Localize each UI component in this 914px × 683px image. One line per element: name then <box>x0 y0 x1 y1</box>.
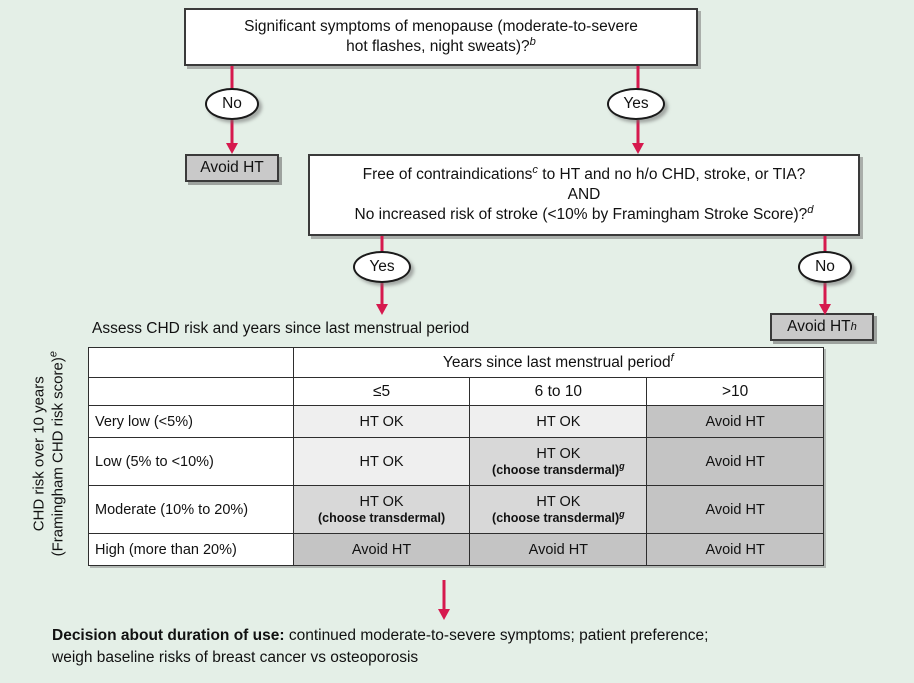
table-row: Moderate (10% to 20%) HT OK (choose tran… <box>88 485 824 534</box>
table-row-label-1: Low (5% to <10%) <box>88 437 294 486</box>
arrow-to-no-oval <box>225 66 239 90</box>
table-corner-cell-2 <box>88 377 294 406</box>
axis-label-line1: CHD risk over 10 years <box>30 376 48 532</box>
arrow-to-yes-oval <box>631 66 645 90</box>
arrow-to-yes-oval-second <box>375 236 389 258</box>
table-row: Low (5% to <10%) HT OK HT OK (choose tra… <box>88 437 824 486</box>
table-cell-1-1-sub-wrap: (choose transdermal)g <box>476 460 640 477</box>
table-cell-1-0: HT OK <box>292 437 471 486</box>
table-column-header-1: 6 to 10 <box>469 377 648 406</box>
table-cell-2-2: Avoid HT <box>646 485 824 534</box>
table-row-label-3: High (more than 20%) <box>88 533 294 566</box>
table-cell-1-2-main: Avoid HT <box>705 453 765 470</box>
table-cell-1-1: HT OK (choose transdermal)g <box>469 437 648 486</box>
table-cell-2-0-sub: (choose transdermal) <box>318 511 446 525</box>
table-column-header-2: >10 <box>646 377 824 406</box>
footnote-marker-e: e <box>47 351 59 358</box>
edge-label-no-second: No <box>798 251 852 283</box>
question-contraindications-line3: No increased risk of stroke (<10% by Fra… <box>354 206 808 224</box>
edge-label-yes-second-text: Yes <box>369 258 395 275</box>
question-box-contraindications: Free of contraindicationsc to HT and no … <box>308 154 860 236</box>
edge-label-no-left-text: No <box>222 95 242 112</box>
table-header-row-span: Years since last menstrual periodf <box>88 347 825 378</box>
arrow-no-second-to-avoid-ht <box>818 283 832 315</box>
table-cell-3-2: Avoid HT <box>646 533 824 566</box>
table-cell-2-1-sub: (choose transdermal) <box>492 511 620 525</box>
table-row: Very low (<5%) HT OK HT OK Avoid HT <box>88 405 824 438</box>
arrow-no-to-avoid-ht <box>225 120 239 154</box>
decision-duration-note: Decision about duration of use: continue… <box>52 625 742 670</box>
axis-label-chd-risk: CHD risk over 10 years (Framingham CHD r… <box>30 329 68 579</box>
table-cell-3-0-main: Avoid HT <box>351 541 412 558</box>
table-cell-1-2: Avoid HT <box>646 437 824 486</box>
table-cell-1-1-main: HT OK <box>536 446 581 462</box>
table-cell-0-2: Avoid HT <box>646 405 824 438</box>
decision-duration-lead: Decision about duration of use: <box>52 627 285 644</box>
edge-label-yes-second: Yes <box>353 251 411 283</box>
table-row-label-2: Moderate (10% to 20%) <box>88 485 294 534</box>
table-cell-2-1: HT OK (choose transdermal)g <box>469 485 648 534</box>
table-cell-2-2-main: Avoid HT <box>705 501 765 518</box>
table-cell-3-0: Avoid HT <box>292 533 471 566</box>
footnote-marker-d: d <box>807 203 814 216</box>
table-cell-0-0: HT OK <box>292 405 471 438</box>
table-span-header-text: Years since last menstrual period <box>442 353 671 371</box>
arrow-table-to-decision <box>437 580 451 620</box>
question-contraindications-and: AND <box>567 185 601 203</box>
edge-label-no-left: No <box>205 88 259 120</box>
edge-label-yes-top-text: Yes <box>623 95 649 112</box>
question-contraindications-line1: Free of contraindications <box>362 165 533 183</box>
question-symptoms-line2: hot flashes, night sweats)? <box>346 38 530 55</box>
table-cell-3-2-main: Avoid HT <box>705 541 765 558</box>
question-symptoms-line1: Significant symptoms of menopause (moder… <box>244 17 638 35</box>
terminal-avoid-ht-left: Avoid HT <box>185 154 279 182</box>
table-cell-0-1-main: HT OK <box>536 413 581 430</box>
edge-label-yes-top: Yes <box>607 88 665 120</box>
table-cell-1-1-sub: (choose transdermal) <box>492 463 620 477</box>
table-cell-0-0-main: HT OK <box>359 413 404 430</box>
table-cell-0-1: HT OK <box>469 405 648 438</box>
table-cell-3-1-main: Avoid HT <box>528 541 589 558</box>
footnote-marker-c: c <box>532 163 538 176</box>
footnote-marker-f: f <box>670 351 674 364</box>
assess-label: Assess CHD risk and years since last men… <box>92 320 470 337</box>
question-contraindications-line1-rest: to HT and no h/o CHD, stroke, or TIA? <box>537 165 806 183</box>
table-corner-cell <box>88 347 294 378</box>
question-box-symptoms: Significant symptoms of menopause (moder… <box>184 8 698 66</box>
arrow-to-no-oval-second <box>818 236 832 258</box>
table-header-row-columns: ≤5 6 to 10 >10 <box>88 377 824 406</box>
footnote-marker-g-2: g <box>619 508 625 519</box>
table-span-header: Years since last menstrual periodf <box>292 347 825 378</box>
footnote-marker-b: b <box>529 35 536 48</box>
table-cell-2-1-sub-wrap: (choose transdermal)g <box>476 508 640 525</box>
table-cell-2-0: HT OK (choose transdermal) <box>292 485 471 534</box>
terminal-avoid-ht-left-text: Avoid HT <box>200 159 264 176</box>
footnote-marker-g-1: g <box>619 460 625 471</box>
table-cell-2-1-main: HT OK <box>536 494 581 510</box>
axis-label-line2: (Framingham CHD risk score) <box>49 357 66 557</box>
terminal-avoid-ht-right-text: Avoid HT <box>787 318 851 335</box>
edge-label-no-second-text: No <box>815 258 835 275</box>
table-cell-1-0-main: HT OK <box>359 453 404 470</box>
arrow-yes-to-contraindications <box>631 120 645 154</box>
table-cell-3-1: Avoid HT <box>469 533 648 566</box>
table-row: High (more than 20%) Avoid HT Avoid HT A… <box>88 533 824 566</box>
arrow-yes-second-to-table <box>375 283 389 315</box>
table-cell-0-2-main: Avoid HT <box>705 413 765 430</box>
risk-table: Years since last menstrual periodf ≤5 6 … <box>88 347 825 566</box>
decision-duration-rest: continued moderate-to-severe symptoms; p… <box>52 627 709 667</box>
table-row-label-0: Very low (<5%) <box>88 405 294 438</box>
table-cell-2-0-main: HT OK <box>359 494 404 510</box>
table-column-header-0: ≤5 <box>292 377 471 406</box>
